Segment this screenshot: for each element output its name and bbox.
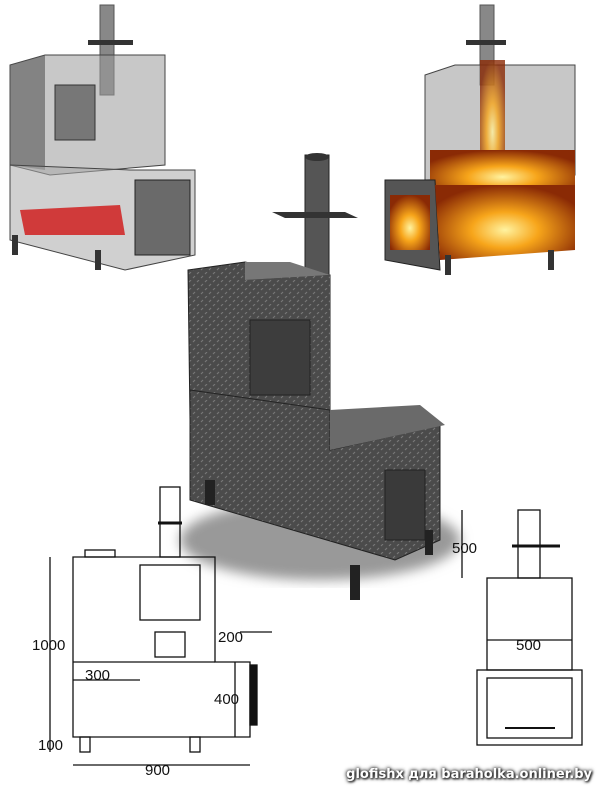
drawing-front bbox=[49, 486, 272, 766]
dim-step: 200 bbox=[218, 629, 243, 646]
dim-lower-height: 400 bbox=[214, 691, 239, 708]
render-cutaway-left bbox=[9, 4, 196, 271]
dim-leg: 100 bbox=[38, 737, 63, 754]
dim-height: 1000 bbox=[32, 637, 65, 654]
dim-firebox-width: 300 bbox=[85, 667, 110, 684]
dim-width: 900 bbox=[145, 762, 170, 779]
render-fire-right bbox=[384, 4, 576, 275]
dim-chimney: 500 bbox=[452, 540, 477, 557]
photo-stove bbox=[180, 153, 460, 600]
dim-depth: 500 bbox=[516, 637, 541, 654]
watermark: glofishx для baraholka.onliner.by bbox=[346, 767, 592, 782]
drawing-side bbox=[461, 509, 583, 746]
